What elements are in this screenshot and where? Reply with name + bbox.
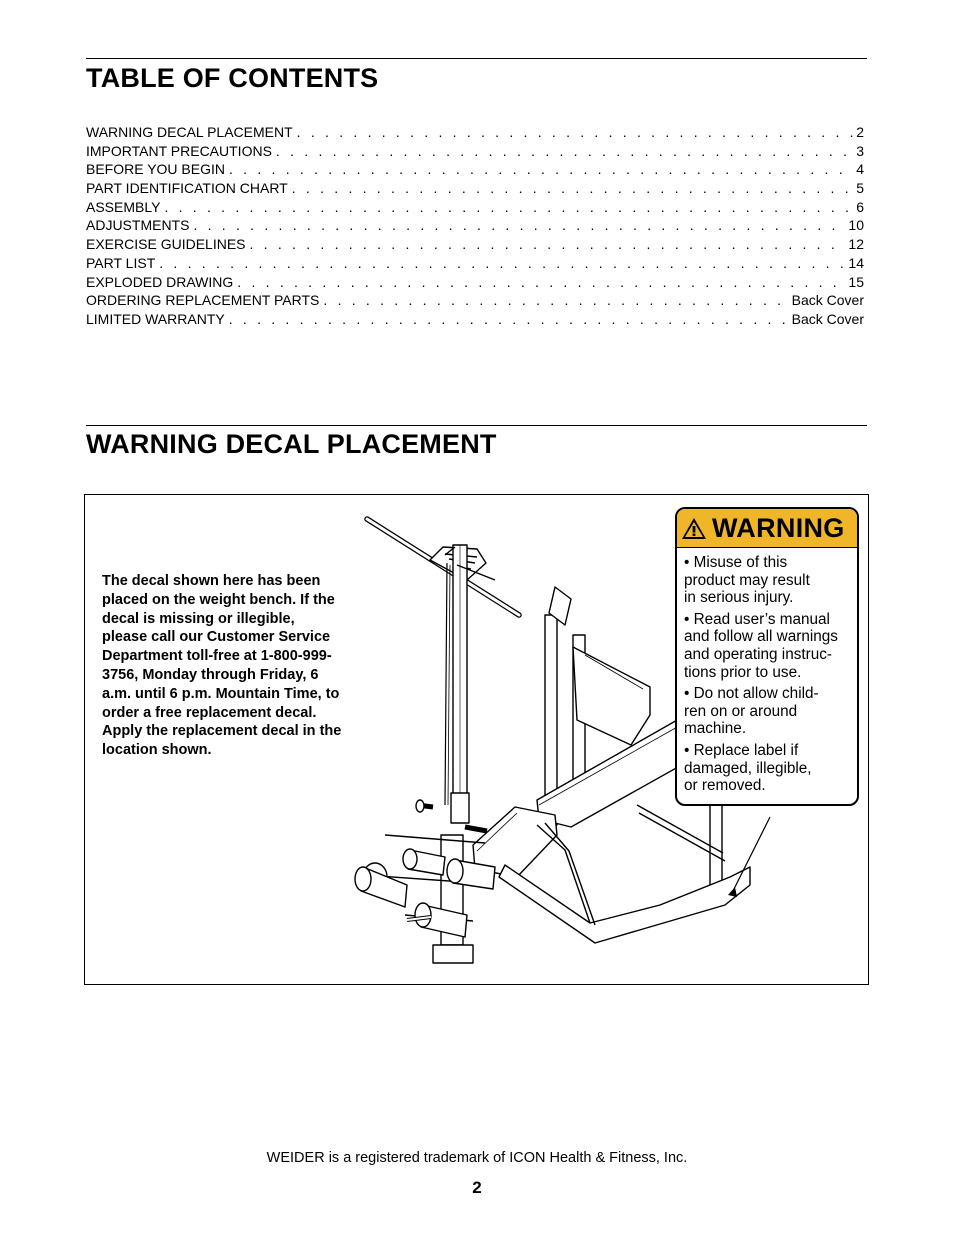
toc-entry-page: 3 <box>856 142 864 159</box>
toc-leader-dots <box>297 124 855 140</box>
toc-leader-dots <box>292 180 854 196</box>
toc-entry-label: PART IDENTIFICATION CHART <box>86 180 288 197</box>
decal-title: WARNING <box>712 512 845 543</box>
section-rule <box>86 425 867 426</box>
decal-header: WARNING <box>677 509 857 548</box>
tower-frame <box>432 544 496 964</box>
toc-entry-page: 5 <box>856 180 864 197</box>
toc-leader-dots <box>250 236 847 252</box>
toc-entry[interactable]: WARNING DECAL PLACEMENT 2 <box>86 124 864 143</box>
warning-triangle-icon <box>682 517 706 539</box>
backrest-pad <box>572 646 651 746</box>
toc-entry-label: ORDERING REPLACEMENT PARTS <box>86 292 320 309</box>
toc-entry-label: PART LIST <box>86 254 156 271</box>
toc-entry-label: ADJUSTMENTS <box>86 217 190 234</box>
toc-entry-page: 6 <box>856 198 864 215</box>
toc-list: WARNING DECAL PLACEMENT 2 IMPORTANT PRECA… <box>86 124 864 330</box>
toc-entry-page: Back Cover <box>791 310 864 327</box>
toc-entry-page: Back Cover <box>791 292 864 309</box>
base-frame <box>498 804 751 944</box>
toc-entry-label: IMPORTANT PRECAUTIONS <box>86 142 272 159</box>
toc-title: TABLE OF CONTENTS <box>86 63 379 93</box>
toc-entry-page: 4 <box>856 161 864 178</box>
decal-warning-item: • Do not allow child- ren on or around m… <box>684 685 819 738</box>
toc-leader-dots <box>229 311 790 327</box>
toc-leader-dots <box>276 143 854 159</box>
decal-warning-item: • Replace label if damaged, illegible, o… <box>684 741 812 795</box>
toc-entry[interactable]: EXERCISE GUIDELINES 12 <box>86 236 864 255</box>
toc-entry-page: 12 <box>848 236 864 253</box>
decal-body: • Misuse of this product may result in s… <box>677 548 857 795</box>
toc-entry-label: ASSEMBLY <box>86 198 161 215</box>
toc-entry-label: BEFORE YOU BEGIN <box>86 161 225 178</box>
toc-entry-page: 14 <box>848 254 864 271</box>
toc-entry[interactable]: ADJUSTMENTS 10 <box>86 217 864 236</box>
decal-pointer-line <box>732 816 771 892</box>
toc-leader-dots <box>229 161 854 177</box>
trademark-notice: WEIDER is a registered trademark of ICON… <box>266 1150 688 1166</box>
toc-entry[interactable]: ASSEMBLY 6 <box>86 199 864 218</box>
warning-decal: WARNING • Misuse of this product may res… <box>675 507 859 806</box>
top-rule <box>86 58 867 59</box>
toc-leader-dots <box>193 217 846 233</box>
toc-leader-dots <box>237 274 846 290</box>
decal-instructions: The decal shown here has been placed on … <box>102 573 342 759</box>
toc-entry[interactable]: PART IDENTIFICATION CHART 5 <box>86 180 864 199</box>
toc-entry[interactable]: PART LIST 14 <box>86 255 864 274</box>
leg-developer <box>354 799 496 938</box>
barbell <box>364 516 522 618</box>
toc-entry[interactable]: LIMITED WARRANTY Back Cover <box>86 311 864 330</box>
toc-entry[interactable]: BEFORE YOU BEGIN 4 <box>86 161 864 180</box>
toc-entry-label: WARNING DECAL PLACEMENT <box>86 124 293 140</box>
decal-warning-item: • Read user’s manual and follow all warn… <box>684 610 838 681</box>
toc-entry-label: LIMITED WARRANTY <box>86 310 225 327</box>
toc-entry-page: 10 <box>848 217 864 234</box>
toc-entry-page: 2 <box>856 124 864 140</box>
toc-entry[interactable]: IMPORTANT PRECAUTIONS 3 <box>86 143 864 162</box>
toc-leader-dots <box>159 255 846 271</box>
toc-entry-page: 15 <box>848 273 864 290</box>
page-number: 2 <box>472 1178 482 1197</box>
toc-entry-label: EXPLODED DRAWING <box>86 273 234 290</box>
toc-entry-label: EXERCISE GUIDELINES <box>86 236 246 253</box>
toc-leader-dots <box>323 292 789 308</box>
toc-entry[interactable]: EXPLODED DRAWING 15 <box>86 274 864 293</box>
toc-leader-dots <box>164 199 854 215</box>
warning-section-title: WARNING DECAL PLACEMENT <box>86 429 497 459</box>
decal-placement-box: The decal shown here has been placed on … <box>84 494 869 985</box>
decal-warning-item: • Misuse of this product may result in s… <box>684 554 810 607</box>
toc-entry[interactable]: ORDERING REPLACEMENT PARTS Back Cover <box>86 292 864 311</box>
